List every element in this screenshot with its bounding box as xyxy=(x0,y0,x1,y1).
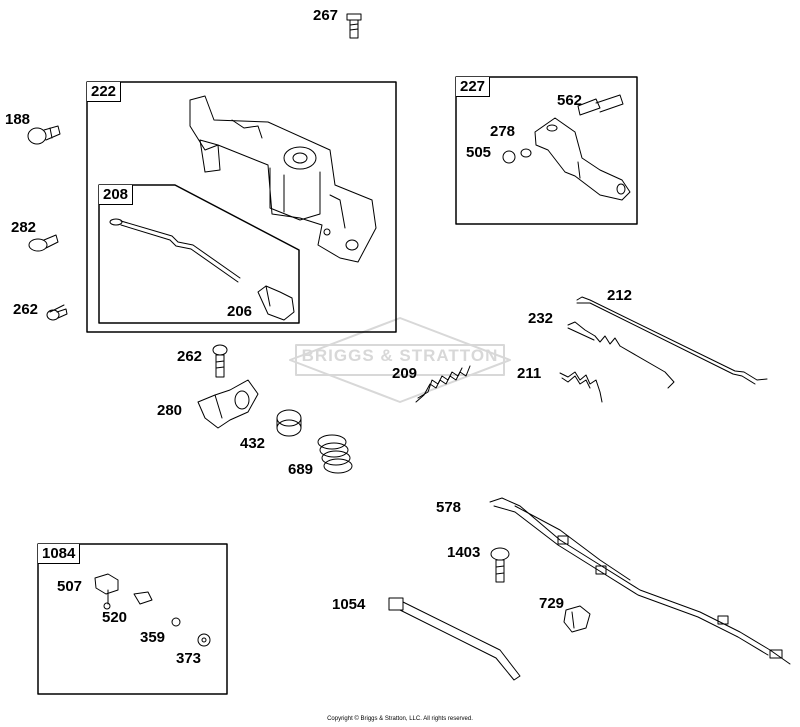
washer-359-icon xyxy=(171,617,181,627)
part-label-282: 282 xyxy=(11,219,37,236)
copyright-text: Copyright © Briggs & Stratton, LLC. All … xyxy=(327,716,473,722)
part-label-432: 432 xyxy=(240,435,266,452)
cable-tie-1054-icon xyxy=(388,597,521,681)
part-label-373: 373 xyxy=(176,650,202,667)
screw-262a-icon xyxy=(46,308,68,321)
spring-209-icon xyxy=(415,365,471,403)
part-label-209: 209 xyxy=(392,365,418,382)
screw-262b-icon xyxy=(212,344,228,378)
part-label-267: 267 xyxy=(313,7,339,24)
part-label-280: 280 xyxy=(157,402,183,419)
part-label-1403: 1403 xyxy=(447,544,481,561)
washer-278-icon xyxy=(520,148,532,158)
part-label-188: 188 xyxy=(5,111,31,128)
part-label-578: 578 xyxy=(436,499,462,516)
group-box-227 xyxy=(455,76,638,225)
part-label-232: 232 xyxy=(528,310,554,327)
bolt-267-icon xyxy=(346,13,362,39)
group-box-1084 xyxy=(37,543,228,695)
rod-208-icon xyxy=(109,218,241,283)
bolt-188-icon xyxy=(27,125,61,145)
rod-212-icon xyxy=(576,296,768,385)
part-label-262b: 262 xyxy=(177,348,203,365)
group-label-1084: 1084 xyxy=(38,544,81,564)
part-label-505: 505 xyxy=(466,144,492,161)
part-label-211: 211 xyxy=(517,365,542,382)
part-label-212: 212 xyxy=(607,287,633,304)
part-label-278: 278 xyxy=(490,123,516,140)
part-label-689: 689 xyxy=(288,461,314,478)
spring-link-232-icon xyxy=(567,321,675,389)
part-label-1054: 1054 xyxy=(332,596,366,613)
group-label-208: 208 xyxy=(99,185,134,205)
bracket-280-icon xyxy=(197,379,259,429)
bracket-227-icon xyxy=(534,117,631,201)
clip-729-icon xyxy=(563,605,591,633)
control-bracket-222-icon xyxy=(189,95,377,263)
group-label-222: 222 xyxy=(87,82,122,102)
group-box-222 xyxy=(86,81,397,333)
bolt-282-icon xyxy=(28,234,59,252)
part-label-729: 729 xyxy=(539,595,565,612)
ring-432-icon xyxy=(276,409,302,437)
bolt-1403-icon xyxy=(490,547,510,583)
terminal-520-icon xyxy=(133,591,153,605)
part-label-520: 520 xyxy=(102,609,128,626)
switch-507-icon xyxy=(94,573,119,610)
part-label-562: 562 xyxy=(557,92,583,109)
nut-505-icon xyxy=(502,150,516,164)
spring-211-icon xyxy=(559,371,603,403)
bolt-562-icon xyxy=(577,94,624,116)
group-label-227: 227 xyxy=(456,77,491,97)
part-label-206: 206 xyxy=(227,303,253,320)
knob-206-icon xyxy=(257,285,295,321)
part-label-262a: 262 xyxy=(13,301,39,318)
group-box-208 xyxy=(98,184,300,324)
spring-689-icon xyxy=(317,434,353,474)
watermark-logo-text: BRIGGS & STRATTON xyxy=(301,346,499,365)
part-label-359: 359 xyxy=(140,629,166,646)
part-label-507: 507 xyxy=(57,578,83,595)
nut-373-icon xyxy=(197,633,211,647)
cable-578-icon xyxy=(489,497,791,665)
